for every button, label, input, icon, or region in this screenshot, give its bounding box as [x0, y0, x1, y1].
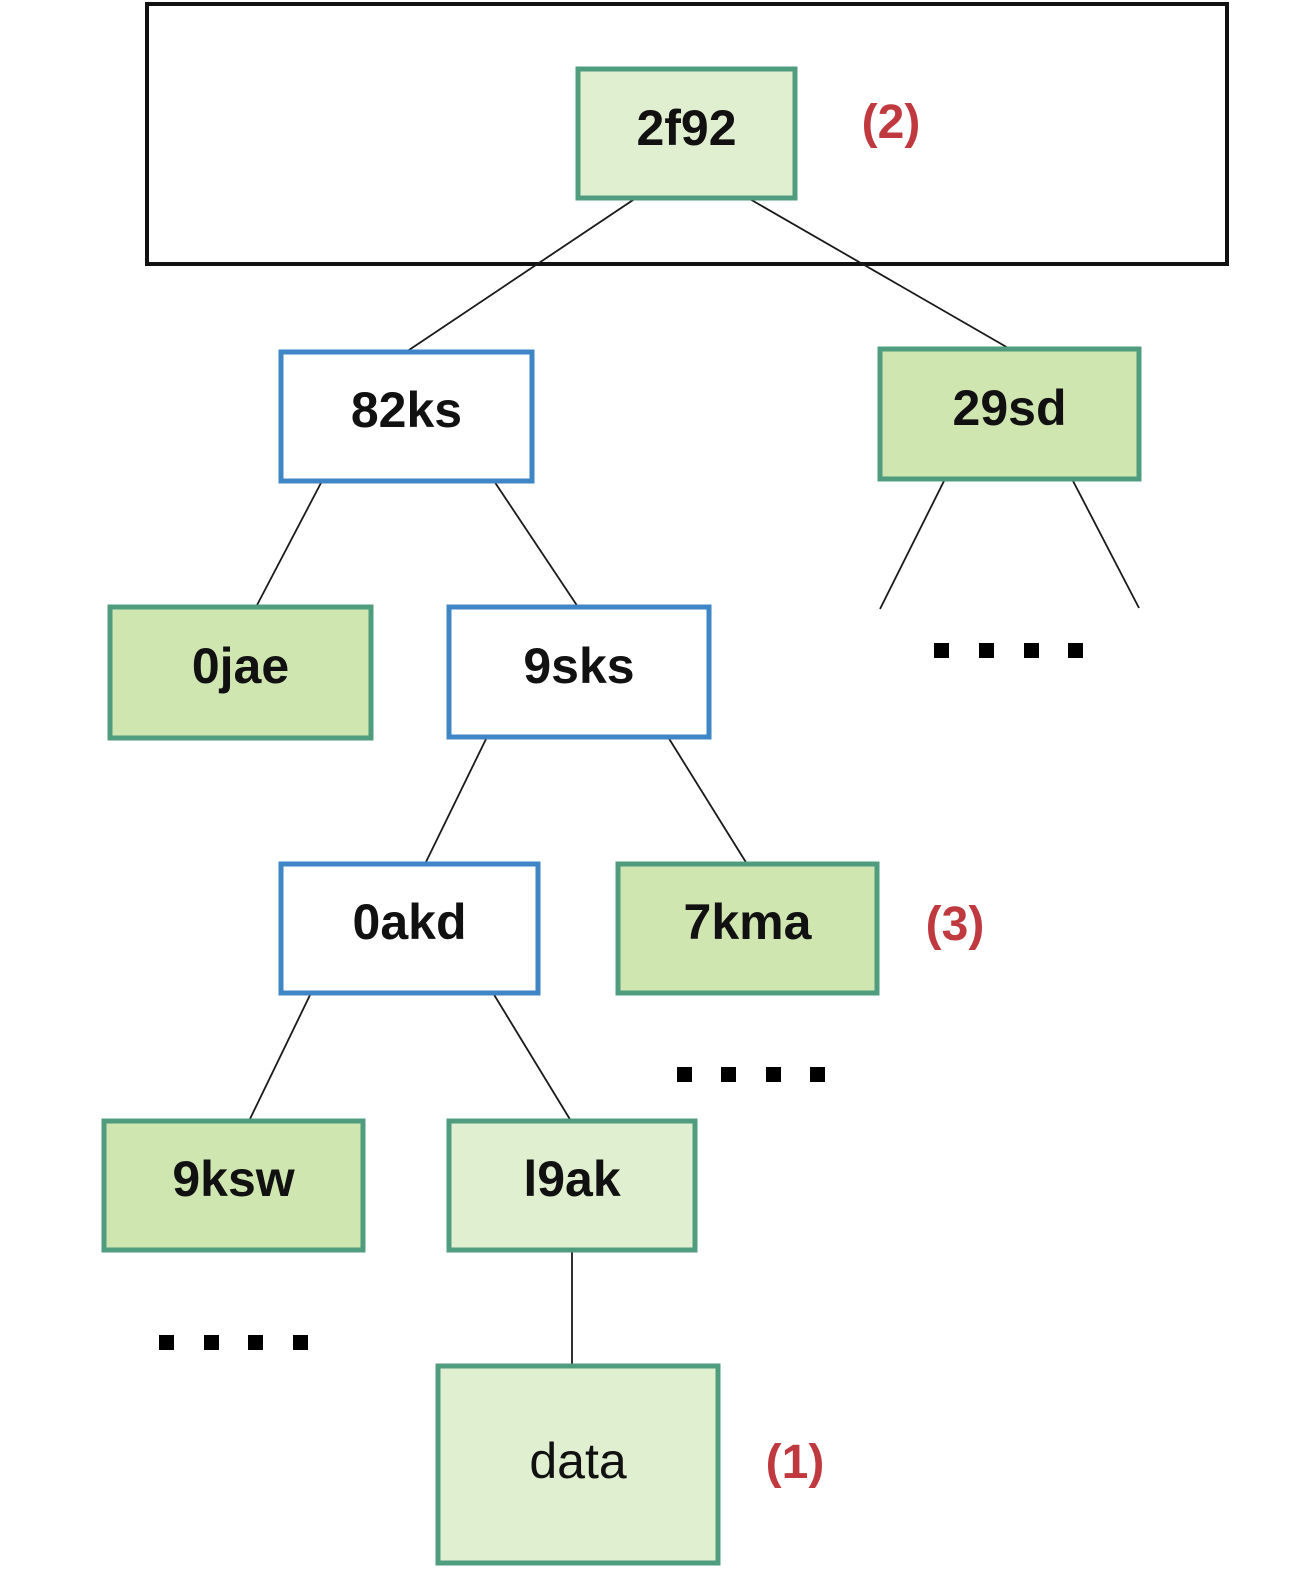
- marker-2: (2): [862, 96, 921, 149]
- tree-edges: [248, 197, 1140, 1366]
- edge-29sd-left-branch: [879, 478, 946, 610]
- node-data[interactable]: data: [435, 1363, 721, 1566]
- node-2f92-label: 2f92: [636, 100, 736, 156]
- edge-0akd-9ksw: [248, 992, 312, 1122]
- edge-2f92-82ks: [405, 197, 637, 353]
- node-29sd-label: 29sd: [953, 380, 1067, 436]
- node-0jae[interactable]: 0jae: [107, 604, 374, 741]
- ellipsis-29sd-children: [934, 643, 1083, 658]
- edge-82ks-9sks: [493, 480, 579, 608]
- node-7kma-label: 7kma: [684, 894, 813, 950]
- node-0jae-label: 0jae: [192, 638, 289, 694]
- node-l9ak-label: l9ak: [523, 1151, 621, 1207]
- node-9ksw[interactable]: 9ksw: [101, 1118, 366, 1253]
- node-2f92[interactable]: 2f92: [575, 66, 798, 201]
- marker-3: (3): [926, 898, 985, 951]
- edge-82ks-0jae: [255, 480, 323, 608]
- node-9sks-label: 9sks: [523, 638, 634, 694]
- node-l9ak[interactable]: l9ak: [446, 1118, 698, 1253]
- node-9sks[interactable]: 9sks: [446, 604, 712, 740]
- edge-29sd-right-branch: [1071, 478, 1140, 609]
- node-data-label: data: [529, 1433, 627, 1489]
- node-9ksw-label: 9ksw: [172, 1151, 294, 1207]
- root-frame: [145, 2, 1229, 266]
- edge-0akd-l9ak: [492, 992, 572, 1122]
- marker-1: (1): [766, 1436, 825, 1489]
- ellipsis-9ksw-children: [159, 1335, 308, 1350]
- edge-9sks-0akd: [424, 736, 488, 865]
- node-82ks[interactable]: 82ks: [278, 349, 535, 484]
- node-82ks-label: 82ks: [351, 382, 462, 438]
- node-0akd-label: 0akd: [353, 894, 467, 950]
- node-0akd[interactable]: 0akd: [278, 861, 541, 996]
- ellipsis-7kma-children: [677, 1067, 825, 1082]
- node-29sd[interactable]: 29sd: [877, 346, 1142, 482]
- node-7kma[interactable]: 7kma: [615, 861, 880, 996]
- edge-9sks-7kma: [667, 736, 748, 865]
- edge-2f92-29sd: [747, 197, 1011, 350]
